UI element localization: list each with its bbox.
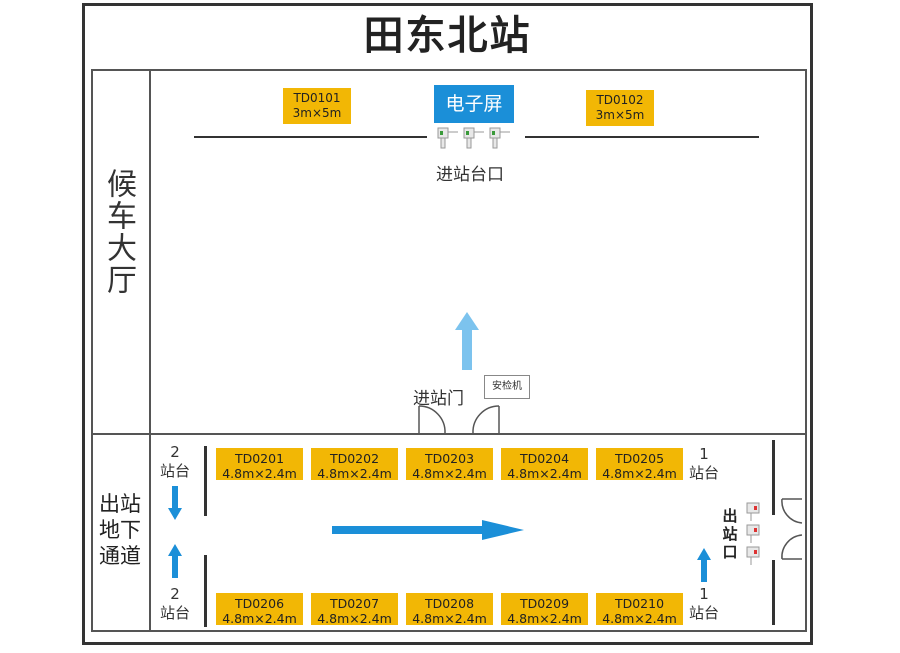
platform-2-label-top: 2 站台 [155,443,195,481]
booth-size: 4.8m×2.4m [507,466,582,481]
right-arrow-icon [332,520,524,540]
security-scanner: 安检机 [484,375,530,399]
booth-size: 4.8m×2.4m [412,611,487,626]
booth-size: 3m×5m [595,108,645,122]
booth-size: 4.8m×2.4m [412,466,487,481]
booth-code: TD0207 [329,596,380,611]
platform-number: 1 [699,445,709,463]
tunnel-label: 出站地下通道 [96,491,148,569]
booth-code: TD0209 [519,596,570,611]
platform-2-wall-upper [204,446,207,516]
up-arrow-icon [697,548,711,582]
platform-text: 站台 [688,604,719,622]
label-column-divider [149,70,151,632]
entrance-doors-icon [418,405,500,434]
booth-code: TD0201 [234,451,285,466]
platform-1-label-top: 1 站台 [686,445,722,483]
platform-1-label-bottom: 1 站台 [686,585,722,623]
booth-size: 4.8m×2.4m [317,466,392,481]
exit-doors-icon [781,498,803,560]
booth-code: TD0202 [329,451,380,466]
page-title: 田东北站 [363,13,532,59]
platform-entrance-wall-left [194,136,427,138]
platform-entrance-wall-right [525,136,759,138]
booth-td0203[interactable]: TD0203 4.8m×2.4m [406,448,493,481]
platform-text: 站台 [159,604,190,622]
platform-text: 站台 [159,462,190,480]
platform-text: 站台 [688,464,719,482]
exit-wall-upper [772,440,775,515]
booth-td0207[interactable]: TD0207 4.8m×2.4m [311,593,398,626]
platform-number: 2 [170,585,180,603]
booth-size: 4.8m×2.4m [222,466,297,481]
exit-label-text: 出站口 [722,507,738,561]
platform-number: 2 [170,443,180,461]
booth-td0101[interactable]: TD0101 3m×5m [283,88,351,124]
booth-td0205[interactable]: TD0205 4.8m×2.4m [596,448,683,481]
booth-code: TD0204 [519,451,570,466]
entrance-turnstiles [437,127,510,149]
booth-code: TD0203 [424,451,475,466]
booth-td0202[interactable]: TD0202 4.8m×2.4m [311,448,398,481]
booth-size: 4.8m×2.4m [222,611,297,626]
exit-label: 出站口 [720,507,740,561]
platform-2-wall-lower [204,555,207,627]
hall-label: 候车大厅 [101,168,136,296]
booth-td0209[interactable]: TD0209 4.8m×2.4m [501,593,588,626]
booth-size: 4.8m×2.4m [602,466,677,481]
platform-2-label-bottom: 2 站台 [155,585,195,623]
down-arrow-icon [168,486,182,520]
booth-td0201[interactable]: TD0201 4.8m×2.4m [216,448,303,481]
booth-size: 4.8m×2.4m [602,611,677,626]
booth-size: 3m×5m [292,106,342,120]
booth-code: TD0210 [614,596,665,611]
booth-code: TD0205 [614,451,665,466]
exit-wall-lower [772,560,775,625]
electronic-screen: 电子屏 [434,85,514,123]
booth-td0208[interactable]: TD0208 4.8m×2.4m [406,593,493,626]
booth-size: 4.8m×2.4m [317,611,392,626]
tunnel-label-text: 出站地下通道 [99,492,141,568]
map-outer-frame [82,3,813,645]
booth-td0204[interactable]: TD0204 4.8m×2.4m [501,448,588,481]
map-inner-frame [91,69,807,632]
booth-code: TD0102 [596,93,644,107]
up-arrow-icon [168,544,182,578]
booth-code: TD0208 [424,596,475,611]
entrance-gate-label: 进站门 [413,389,464,409]
booth-size: 4.8m×2.4m [507,611,582,626]
booth-td0206[interactable]: TD0206 4.8m×2.4m [216,593,303,626]
up-arrow-icon [455,312,479,370]
hall-tunnel-divider [91,433,807,435]
booth-code: TD0101 [293,91,341,105]
booth-td0102[interactable]: TD0102 3m×5m [586,90,654,126]
entrance-platform-label: 进站台口 [436,165,504,185]
exit-turnstiles [746,502,760,565]
booth-td0210[interactable]: TD0210 4.8m×2.4m [596,593,683,626]
booth-code: TD0206 [234,596,285,611]
platform-number: 1 [699,585,709,603]
